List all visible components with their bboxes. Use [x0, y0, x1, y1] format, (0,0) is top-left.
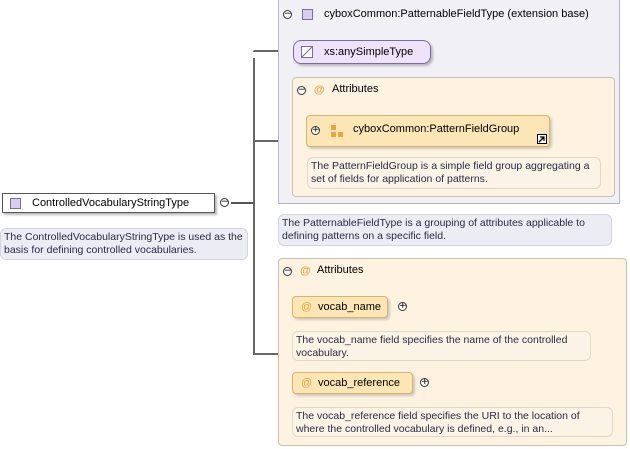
vocab-reference-attribute[interactable]: @ vocab_reference [292, 372, 413, 394]
extension-title: cyboxCommon:PatternableFieldType (extens… [324, 8, 589, 20]
simple-type-node[interactable]: xs:anySimpleType [293, 40, 431, 64]
extension-panel: − cyboxCommon:PatternableFieldType (exte… [278, 0, 620, 204]
vocab-reference-label: vocab_reference [318, 377, 400, 389]
minus-circle-icon[interactable]: − [283, 266, 292, 276]
plus-circle-icon[interactable]: + [420, 377, 429, 387]
pattern-field-group[interactable]: + cyboxCommon:PatternFieldGroup [306, 115, 550, 147]
vocab-name-doc: The vocab_name field specifies the name … [292, 331, 591, 361]
root-element-label: ControlledVocabularyStringType [32, 197, 190, 209]
extension-doc: The PatternableFieldType is a grouping o… [278, 214, 612, 246]
plus-circle-icon[interactable]: + [398, 301, 407, 311]
vocab-name-attribute[interactable]: @ vocab_name [292, 296, 388, 318]
reference-arrow-icon[interactable] [537, 134, 547, 144]
simple-type-icon [301, 46, 313, 58]
attributes-label: Attributes [317, 264, 364, 276]
attribute-at-icon: @ [301, 301, 313, 313]
attribute-at-icon: @ [314, 84, 325, 96]
attribute-group-icon [331, 125, 344, 138]
connector-ext-attributes [253, 140, 291, 142]
complex-type-icon [10, 198, 21, 209]
pattern-field-group-doc: The PatternFieldGroup is a simple field … [307, 157, 601, 189]
pattern-field-group-label: cyboxCommon:PatternFieldGroup [353, 123, 520, 135]
connector-root [231, 202, 253, 204]
minus-circle-icon[interactable]: − [220, 197, 229, 207]
attribute-at-icon: @ [301, 377, 313, 389]
root-element-doc: The ControlledVocabularyStringType is us… [0, 228, 248, 260]
root-element[interactable]: ControlledVocabularyStringType [2, 193, 215, 213]
vocab-reference-doc: The vocab_reference field specifies the … [292, 407, 613, 437]
extension-attributes-label: Attributes [332, 83, 379, 95]
connector-simple-type [253, 50, 293, 52]
connector-trunk [253, 58, 255, 354]
extension-attributes-block: − @ Attributes + cyboxCommon:PatternFiel… [292, 77, 615, 197]
attributes-panel: − @ Attributes @ vocab_name + The vocab_… [278, 258, 627, 446]
simple-type-label: xs:anySimpleType [324, 46, 414, 58]
plus-circle-icon[interactable]: + [311, 125, 320, 135]
complex-type-icon [302, 9, 313, 20]
vocab-name-label: vocab_name [318, 301, 381, 313]
minus-circle-icon[interactable]: − [283, 9, 292, 19]
minus-circle-icon[interactable]: − [297, 85, 306, 95]
attribute-at-icon: @ [300, 265, 311, 277]
connector-attributes [253, 353, 279, 355]
